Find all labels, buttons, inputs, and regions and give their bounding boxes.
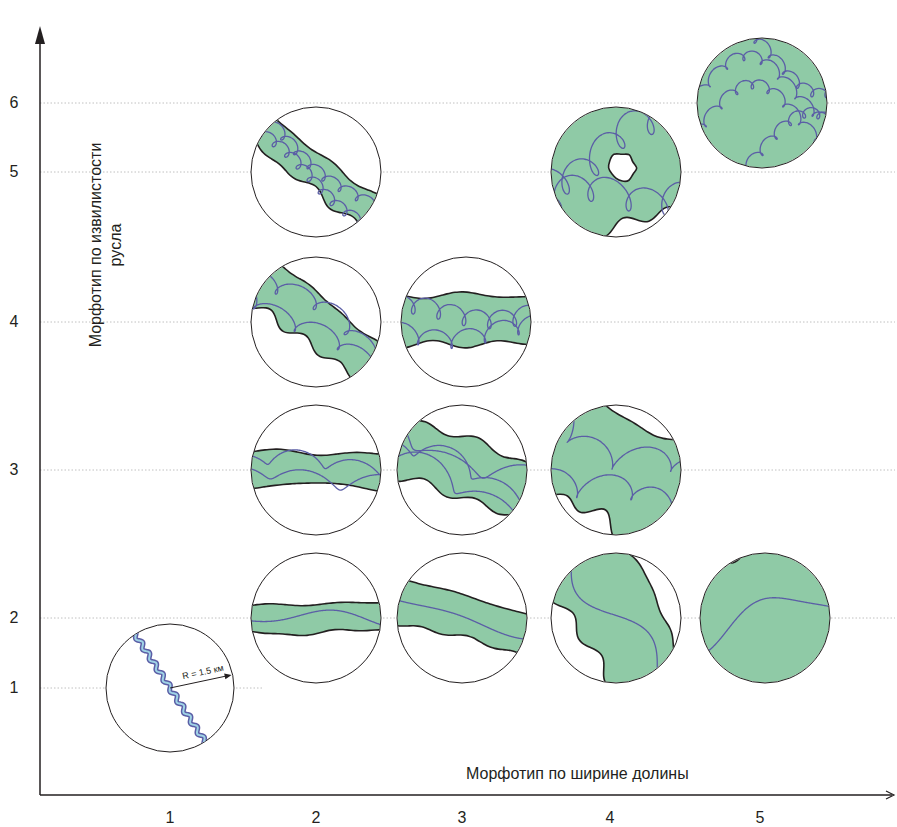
valley-floor xyxy=(234,97,400,241)
scale-circle: R = 1.5 км xyxy=(105,623,235,753)
valley-floor xyxy=(503,59,717,248)
y-tick-label: 6 xyxy=(4,93,24,113)
valley-floor xyxy=(222,449,410,493)
island xyxy=(609,154,637,182)
x-axis xyxy=(40,794,892,796)
radius-arrowhead xyxy=(224,673,231,679)
river-channel xyxy=(374,409,561,495)
valley-edge xyxy=(507,473,677,558)
morphotype-circle xyxy=(507,375,725,558)
circle-outline xyxy=(401,257,531,387)
river-channel xyxy=(210,467,413,490)
morphotype-circle xyxy=(366,553,560,683)
y-axis-arrow xyxy=(35,26,45,44)
valley-edge xyxy=(669,187,857,207)
river-channel xyxy=(666,598,865,656)
y-tick-label: 1 xyxy=(4,678,24,698)
morphotype-circle xyxy=(361,257,568,387)
circle-outline xyxy=(106,624,234,752)
circle-outline xyxy=(251,257,381,387)
river-channel xyxy=(517,428,692,538)
valley-edge xyxy=(538,194,720,248)
valley-edge xyxy=(561,375,724,468)
valley-edge xyxy=(255,96,402,213)
valley-edge xyxy=(376,572,557,621)
morphotype-circle xyxy=(229,96,407,243)
valley-floor xyxy=(222,602,410,635)
x-tick-label: 4 xyxy=(600,808,620,827)
river-channel xyxy=(512,108,717,194)
y-tick-label: 2 xyxy=(4,608,24,628)
x-axis-arrow xyxy=(886,791,894,799)
circle-outline xyxy=(700,553,830,683)
x-axis-title: Морфотип по ширине долины xyxy=(466,764,846,784)
circle-outline xyxy=(251,405,381,535)
circle-outline xyxy=(251,107,381,237)
morphotype-circle xyxy=(216,553,416,683)
morphotype-circle xyxy=(658,0,866,208)
valley-edge xyxy=(371,292,559,302)
river-channel xyxy=(660,22,862,98)
x-tick-label: 1 xyxy=(160,808,180,827)
valley-floor xyxy=(370,415,553,527)
valley-edge xyxy=(373,340,561,348)
circle-outline xyxy=(397,405,527,535)
y-tick-label: 5 xyxy=(4,162,24,182)
x-tick-label: 3 xyxy=(452,808,472,827)
circle-outline xyxy=(251,553,381,683)
river-channel xyxy=(363,315,562,348)
valley-edge xyxy=(663,526,850,563)
valley-edge xyxy=(500,59,682,107)
circle-outline xyxy=(551,107,681,237)
valley-edge xyxy=(535,559,630,722)
y-tick-label: 3 xyxy=(4,460,24,480)
y-axis-title: Морфотип по извилистости русла xyxy=(85,138,125,353)
circle-outline xyxy=(397,553,527,683)
valley-floor xyxy=(668,0,856,208)
river-channel xyxy=(358,438,555,510)
y-tick-label: 4 xyxy=(4,312,24,332)
valley-edge xyxy=(382,413,556,483)
x-tick-label: 5 xyxy=(750,808,770,827)
valley-edge xyxy=(250,251,403,360)
morphotype-circle xyxy=(500,59,727,248)
river-channel xyxy=(216,610,416,628)
valley-edge xyxy=(223,483,411,493)
circle-outline xyxy=(551,553,681,683)
river-channel xyxy=(221,272,391,383)
valley-edge xyxy=(221,449,409,455)
x-tick-label: 2 xyxy=(306,808,326,827)
circle-outline xyxy=(551,405,681,535)
valley-floor xyxy=(666,526,864,696)
scale-circle-art xyxy=(105,623,235,753)
morphotype-circle xyxy=(221,251,407,396)
river-channel xyxy=(366,591,560,640)
valley-floor xyxy=(509,377,721,558)
valley-edge xyxy=(223,628,411,635)
grid-line xyxy=(40,172,895,173)
morphotype-circle xyxy=(535,518,695,722)
valley-edge xyxy=(678,676,866,696)
morphotype-circle xyxy=(663,526,865,696)
river-channel xyxy=(239,267,408,380)
river-channel xyxy=(213,450,419,475)
valley-edge xyxy=(231,130,382,242)
river-channel xyxy=(361,295,568,328)
valley-edge xyxy=(230,283,381,396)
valley-edge xyxy=(221,602,409,607)
river-channel xyxy=(661,108,862,184)
river-channel xyxy=(241,97,408,224)
morphotype-circle xyxy=(358,405,560,535)
valley-edge xyxy=(667,0,855,17)
y-axis xyxy=(39,40,41,795)
river-channel xyxy=(229,116,390,241)
valley-edge xyxy=(596,518,695,678)
valley-floor xyxy=(539,520,693,718)
morphotype-circle xyxy=(210,405,420,535)
river-channel xyxy=(658,51,866,126)
circle-outline xyxy=(697,38,827,168)
